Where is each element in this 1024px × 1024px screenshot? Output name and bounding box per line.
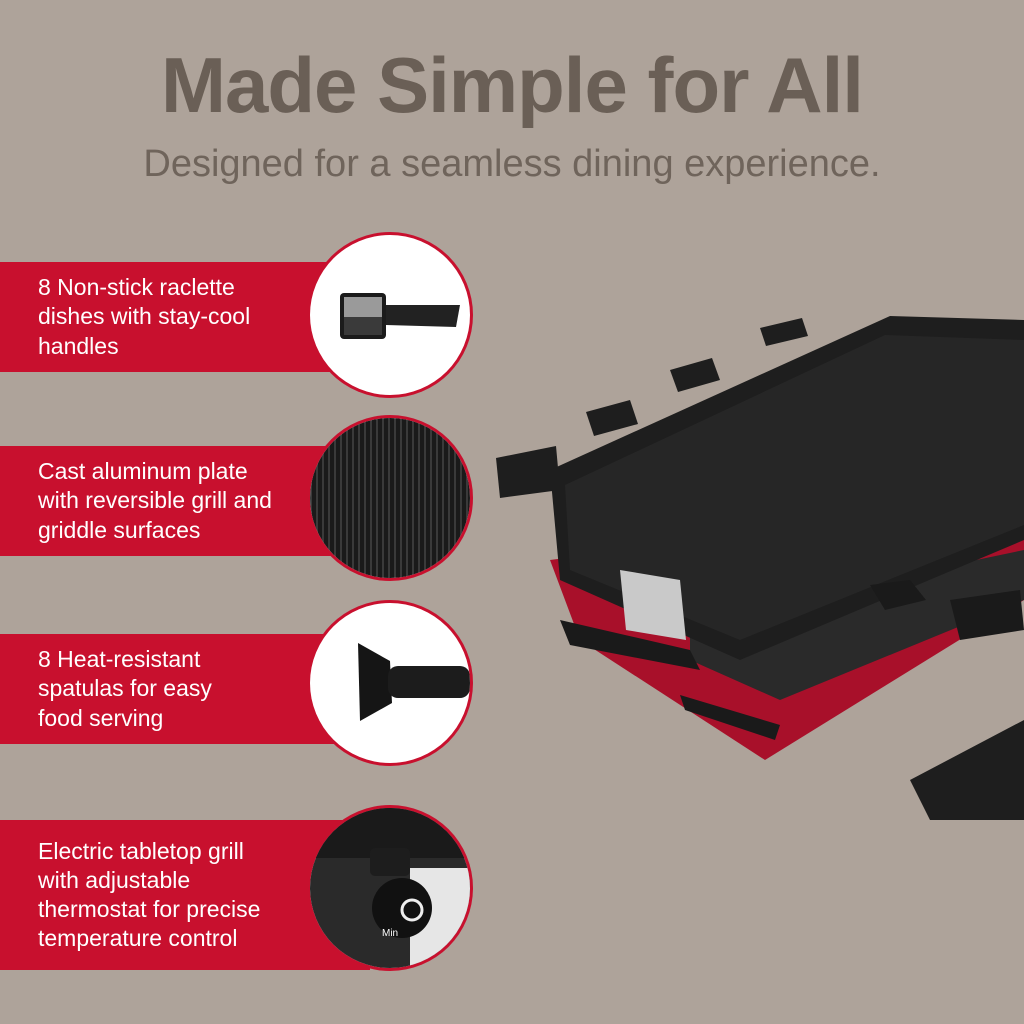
feature-text-dishes: 8 Non-stick raclette dishes with stay-co… [38,274,251,359]
feature-band-plate: Cast aluminum plate with reversible gril… [0,446,370,556]
feature-circle-thermostat: Min [310,808,470,968]
raclette-dish-icon [340,293,460,339]
feature-band-spatulas: 8 Heat-resistant spatulas for easy food … [0,634,370,744]
raclette-grill-image [490,300,1024,820]
feature-circle-dishes [310,235,470,395]
feature-band-thermostat: Electric tabletop grill with adjustable … [0,820,370,970]
thermostat-knob-icon: Min [310,808,470,968]
feature-circle-spatulas [310,603,470,763]
page-subtitle: Designed for a seamless dining experienc… [143,143,881,185]
feature-text-plate: Cast aluminum plate with reversible gril… [38,458,272,543]
feature-text-spatulas: 8 Heat-resistant spatulas for easy food … [38,646,212,731]
feature-text-thermostat: Electric tabletop grill with adjustable … [38,837,261,952]
knob-min-label: Min [382,928,398,939]
feature-band-dishes: 8 Non-stick raclette dishes with stay-co… [0,262,370,372]
spatula-icon [358,643,470,721]
page-title: Made Simple for All [161,41,864,129]
feature-circle-plate [310,418,470,578]
grill-plate-texture-icon [310,418,470,578]
